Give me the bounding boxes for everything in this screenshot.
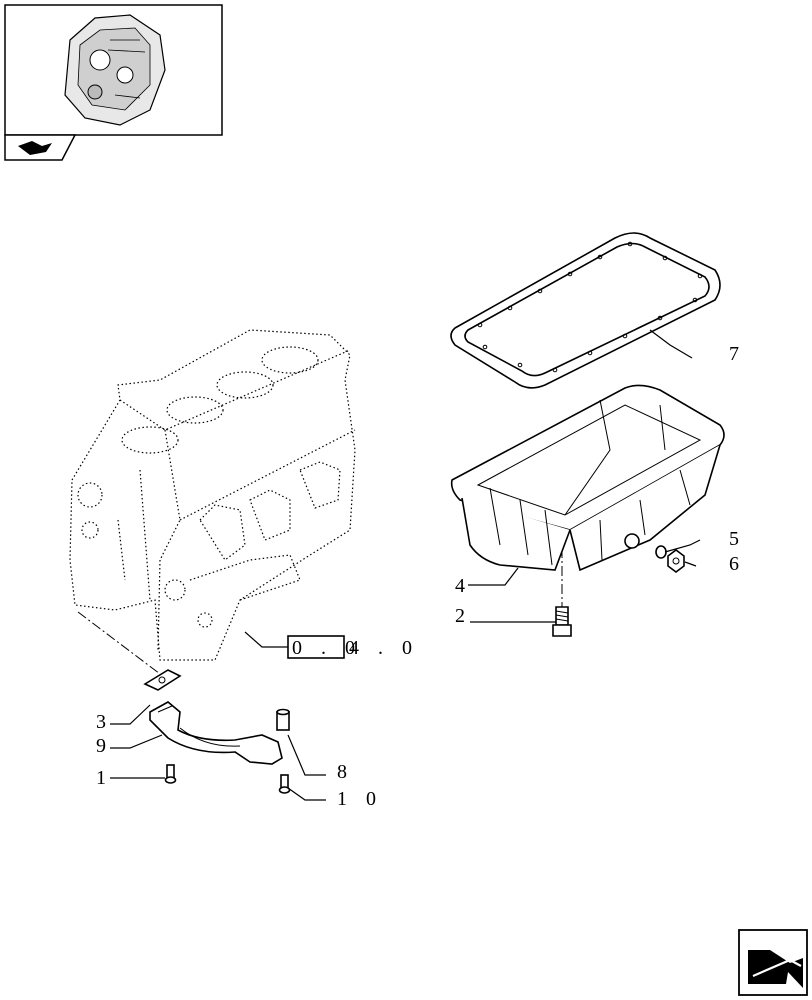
- callout-9: 9: [96, 735, 106, 757]
- callout-7: 7: [729, 343, 739, 365]
- spacer-icon[interactable]: [276, 708, 290, 731]
- reference-link[interactable]: 0 . 0 4 . 0: [287, 635, 419, 659]
- engine-block-icon: [69, 329, 356, 661]
- callout-3: 3: [96, 711, 106, 733]
- strainer-gasket-icon[interactable]: [143, 669, 182, 691]
- callout-10: 1 0: [337, 788, 383, 810]
- gasket-icon[interactable]: [450, 232, 721, 389]
- callout-5: 5: [729, 528, 739, 550]
- pan-bolt-icon[interactable]: [552, 606, 572, 637]
- callout-1: 1: [96, 767, 106, 789]
- next-page-arrow-icon[interactable]: [738, 929, 808, 996]
- reference-rest-text: 4 . 0: [349, 637, 419, 659]
- engine-thumbnail-icon: [64, 14, 166, 126]
- callout-6: 6: [729, 553, 739, 575]
- callout-2: 2: [455, 605, 465, 627]
- callout-8: 8: [337, 761, 347, 783]
- seal-washer-icon[interactable]: [655, 545, 667, 559]
- thumbnail-frame[interactable]: [4, 4, 223, 161]
- reference-boxed-text: 0 . 0: [292, 637, 362, 659]
- book-arrow-icon[interactable]: [4, 134, 77, 161]
- oil-pan-icon[interactable]: [450, 384, 725, 572]
- leader-lines: [110, 329, 701, 801]
- engine-centre-line: [77, 611, 169, 681]
- callout-4: 4: [455, 575, 465, 597]
- suction-pipe-icon[interactable]: [149, 701, 283, 765]
- pipe-screw-icon[interactable]: [164, 764, 177, 784]
- drain-plug-icon[interactable]: [667, 549, 685, 573]
- bracket-screw-icon[interactable]: [278, 774, 291, 794]
